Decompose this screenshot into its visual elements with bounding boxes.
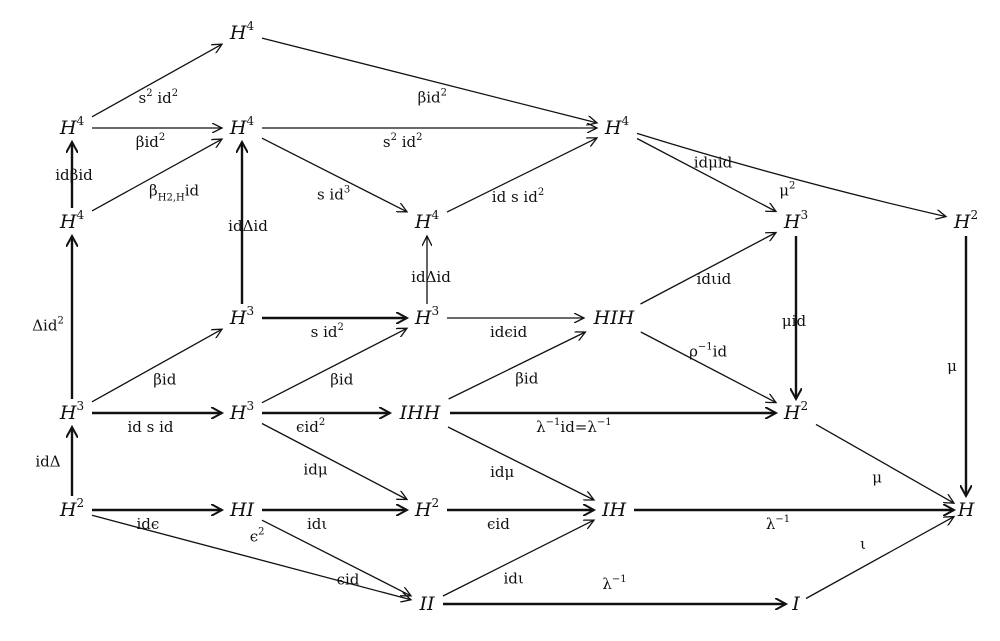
arrow-h4-mid-to-h4-center bbox=[261, 137, 407, 212]
edge-label-h3-mid2-to-h2-b: idμ bbox=[303, 461, 327, 479]
edge-label-ih-to-h: λ−1 bbox=[766, 514, 790, 533]
edge-label-ihh-to-h2-r2: λ−1id=λ−1 bbox=[536, 417, 612, 436]
arrow-ihh-to-hih bbox=[448, 332, 586, 400]
node-h4-top: H4 bbox=[229, 19, 255, 44]
arrow-ii-to-ih bbox=[442, 520, 594, 597]
edge-label-h4-mid-to-h4-right: s2 id2 bbox=[383, 132, 423, 151]
node-h3-r1: H3 bbox=[783, 208, 808, 233]
edge-label-h4-right-to-h2-far: μ2 bbox=[779, 180, 795, 199]
arrow-h3-left-to-h3-mid1 bbox=[91, 329, 222, 403]
edge-label-h3-mid1-to-h4-mid: idΔid bbox=[228, 217, 268, 235]
node-h2-b: H2 bbox=[414, 496, 439, 521]
edge-label-h2-bl-to-ii: ϵ2 bbox=[250, 526, 265, 545]
edge-label-ii-to-i: λ−1 bbox=[602, 574, 626, 593]
arrow-h2-bl-to-ii bbox=[91, 514, 411, 600]
arrow-h4-left-to-h4-top bbox=[91, 44, 222, 118]
edge-label-h4-low-left-to-h4-mid: βH2,Hid bbox=[149, 182, 199, 204]
arrow-h4-right-to-h2-far bbox=[636, 132, 946, 216]
node-h: H bbox=[957, 499, 975, 521]
edge-label-h2-r2-to-h: μ bbox=[872, 469, 882, 487]
edge-label-h2-b-to-ih: ϵid bbox=[487, 515, 510, 533]
node-h4-low-left: H4 bbox=[59, 208, 85, 233]
edge-label-hih-to-h2-r2: ρ−1id bbox=[689, 341, 727, 360]
edge-label-hih-to-h3-r1: idιid bbox=[697, 270, 732, 288]
node-hih: HIH bbox=[593, 307, 635, 329]
edge-label-h3-mid2-to-h3-center: βid bbox=[330, 371, 353, 389]
node-h3-mid1: H3 bbox=[229, 304, 254, 329]
node-h2-far: H2 bbox=[953, 208, 978, 233]
node-h3-center: H3 bbox=[414, 304, 439, 329]
arrow-hih-to-h2-r2 bbox=[640, 331, 776, 403]
node-ih: IH bbox=[601, 499, 627, 521]
edge-label-h3-left-to-h3-mid1: βid bbox=[153, 371, 176, 389]
node-h4-left: H4 bbox=[59, 114, 85, 139]
edge-label-h3-center-to-hih: idϵid bbox=[490, 323, 528, 341]
edge-label-h2-bl-to-h3-left: idΔ bbox=[35, 453, 60, 471]
edge-label-h4-right-to-h3-r1: idμid bbox=[694, 154, 733, 172]
arrow-h3-mid2-to-h2-b bbox=[261, 422, 407, 500]
node-h3-left: H3 bbox=[59, 399, 84, 424]
arrow-h2-r2-to-h bbox=[815, 423, 954, 503]
arrow-h4-right-to-h3-r1 bbox=[636, 137, 776, 212]
edge-label-h3-r1-to-h2-r2: μid bbox=[782, 312, 807, 330]
node-h4-mid: H4 bbox=[229, 114, 255, 139]
node-ihh: IHH bbox=[399, 402, 441, 424]
edge-label-h4-mid-to-h4-center: s id3 bbox=[317, 185, 350, 204]
edges-layer bbox=[72, 37, 966, 604]
edge-label-ihh-to-hih: βid bbox=[515, 370, 538, 388]
edge-label-h3-mid2-to-ihh: ϵid2 bbox=[296, 417, 325, 436]
node-ii: II bbox=[418, 593, 435, 615]
arrow-h4-top-to-h4-right bbox=[261, 37, 597, 123]
arrow-hi-to-ii bbox=[261, 519, 411, 596]
arrow-hih-to-h3-r1 bbox=[640, 233, 777, 305]
arrow-h4-center-to-h4-right bbox=[446, 138, 597, 213]
edge-label-h3-mid1-to-h3-center: s id2 bbox=[311, 322, 344, 341]
arrow-h4-low-left-to-h4-mid bbox=[91, 139, 222, 212]
edge-label-i-to-h: ι bbox=[860, 535, 866, 553]
edge-label-h2-far-to-h: μ bbox=[947, 357, 957, 375]
arrow-ihh-to-ih bbox=[447, 426, 594, 500]
edge-labels-layer: s2 id2 βid2 βid2 s2 id2 idβid βH2,Hid s id3 id … bbox=[32, 88, 957, 593]
edge-label-h3-left-to-h3-mid2: id s id bbox=[127, 418, 173, 436]
edge-label-h4-top-to-h4-right: βid2 bbox=[418, 88, 447, 107]
arrow-h3-mid2-to-h3-center bbox=[261, 328, 407, 404]
edge-label-h4-low-left-to-h4-left: idβid bbox=[55, 166, 93, 184]
node-h2-r2: H2 bbox=[783, 399, 808, 424]
node-h3-mid2: H3 bbox=[229, 399, 254, 424]
edge-label-hi-to-ii: ϵid bbox=[337, 571, 360, 589]
edge-label-ihh-to-ih: idμ bbox=[490, 463, 514, 481]
edge-label-h3-left-to-h4-low-left: Δid2 bbox=[32, 316, 64, 335]
node-h4-center: H4 bbox=[414, 208, 440, 233]
node-h2-bl: H2 bbox=[59, 496, 84, 521]
edge-label-ii-to-ih: idι bbox=[503, 569, 523, 587]
edge-label-h2-bl-to-hi: idϵ bbox=[136, 515, 159, 533]
arrow-i-to-h bbox=[805, 517, 954, 600]
edge-label-h4-center-to-h4-right: id s id2 bbox=[492, 187, 544, 206]
node-h4-right: H4 bbox=[604, 114, 630, 139]
node-hi: HI bbox=[229, 499, 255, 521]
node-i: I bbox=[791, 593, 800, 615]
edge-label-h4-left-to-h4-top: s2 id2 bbox=[138, 88, 178, 107]
edge-label-h3-center-to-h4-center: idΔid bbox=[411, 268, 451, 286]
edge-label-hi-to-h2-b: idι bbox=[307, 515, 327, 533]
edge-label-h4-left-to-h4-mid: βid2 bbox=[136, 132, 165, 151]
